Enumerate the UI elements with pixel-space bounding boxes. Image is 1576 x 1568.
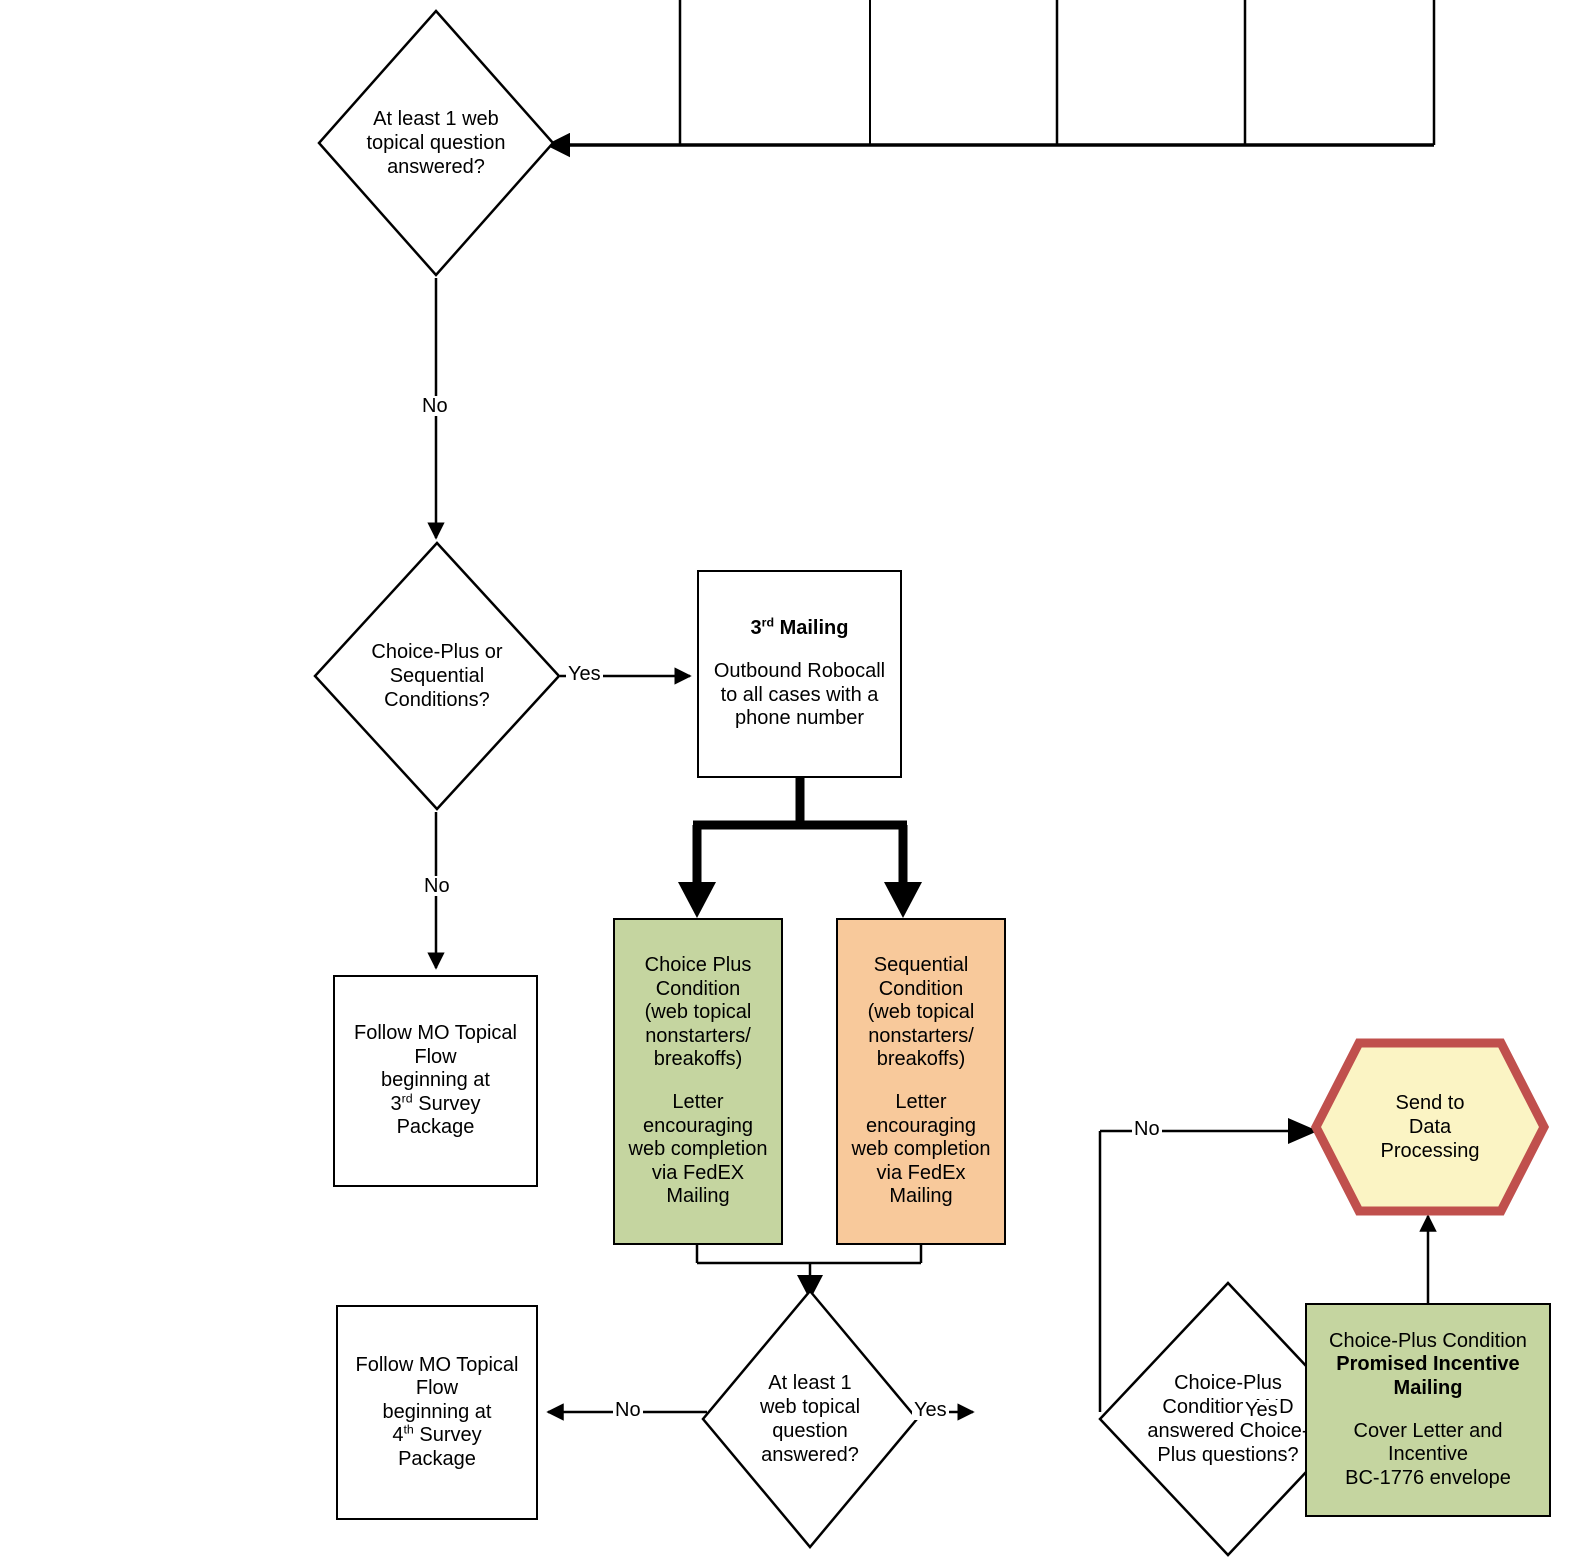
edge-label-condition-no: No [422,875,452,897]
box-follow-mo-3rd-package[interactable]: Follow MO Topical Flow beginning at 3rd … [333,975,538,1187]
text-line: encouraging [865,1114,977,1137]
text-line: breakoffs) [653,1048,743,1071]
text-line: breakoffs) [876,1048,966,1071]
text-line: encouraging [642,1114,754,1137]
text-line: Package [398,1447,476,1470]
box-promised-incentive-mailing[interactable]: Choice-Plus Condition Promised Incentive… [1305,1303,1551,1517]
text-line: phone number [735,707,864,730]
text-line: Condition [655,977,741,1000]
text-line-bold: Promised Incentive [1336,1353,1520,1376]
ordinal-line: 4th Survey [392,1422,482,1447]
edge-conditions-merge [695,1245,923,1282]
top-return-bus [545,0,1436,158]
edge-mailing-split-heads [678,882,922,918]
box-third-mailing-heading: 3rd Mailing [750,615,849,640]
text-line: Follow MO Topical [353,1022,518,1045]
text-line: Outbound Robocall [713,659,886,682]
box-choice-plus-condition[interactable]: Choice Plus Condition (web topical nonst… [613,918,783,1245]
edge-label-top-no: No [420,395,450,417]
edge-label-bottom-no: No [613,1399,643,1421]
decision-choiceplus-or-sequential[interactable]: Choice-Plus or Sequential Conditions? [312,540,562,812]
text-line: Mailing [666,1185,730,1208]
terminator-send-to-data-processing[interactable]: Send to Data Processing [1311,1038,1549,1216]
text-line: Mailing [889,1185,953,1208]
spacer [714,641,885,660]
text-line: via FedEX [651,1161,745,1184]
box-follow-mo-4th-package[interactable]: Follow MO Topical Flow beginning at 4th … [336,1305,538,1520]
text-line: web completion [851,1138,991,1161]
box-sequential-condition[interactable]: Sequential Condition (web topical nonsta… [836,918,1006,1245]
edge-label-choiceplus-no: No [1132,1118,1162,1140]
edge-label-choiceplus-yes: Yes [1243,1399,1280,1421]
decision-web-topical-bottom[interactable]: At least 1 web topical question answered… [700,1288,920,1550]
spacer [629,1072,768,1091]
text-line: beginning at [381,1069,490,1092]
text-line: web completion [628,1138,768,1161]
text-line: to all cases with a [720,683,879,706]
text-line: Letter [672,1091,724,1113]
text-line-bold: Mailing [1393,1376,1463,1399]
text-line: nonstarters/ [868,1024,974,1047]
text-line: Choice Plus [644,954,752,977]
text-line: BC-1776 envelope [1345,1466,1511,1489]
text-line: via FedEx [876,1161,966,1184]
text-line: (web topical [644,1001,752,1024]
text-line: nonstarters/ [645,1024,751,1047]
text-line: Condition [878,977,964,1000]
text-line: Cover Letter and [1353,1419,1503,1442]
text-line: (web topical [867,1001,975,1024]
decision-web-topical-top[interactable]: At least 1 web topical question answered… [316,8,556,278]
edge-label-condition-yes: Yes [566,663,603,685]
edge-mailing-split [692,778,908,888]
text-line: Sequential [873,954,969,977]
text-line: Letter [895,1091,947,1113]
box-third-mailing[interactable]: 3rd Mailing Outbound Robocall to all cas… [697,570,902,778]
text-line: Flow [415,1377,459,1400]
text-line: Package [396,1116,475,1139]
edge-label-bottom-yes: Yes [912,1399,949,1421]
text-line: Flow [414,1045,457,1068]
spacer [1329,1401,1527,1420]
text-line: beginning at [382,1400,492,1423]
text-line: Incentive [1387,1443,1469,1466]
text-line: Choice-Plus Condition [1329,1329,1527,1352]
spacer [852,1072,991,1091]
ordinal-line: 3rd Survey [390,1091,481,1115]
text-line: Follow MO Topical [355,1353,519,1376]
